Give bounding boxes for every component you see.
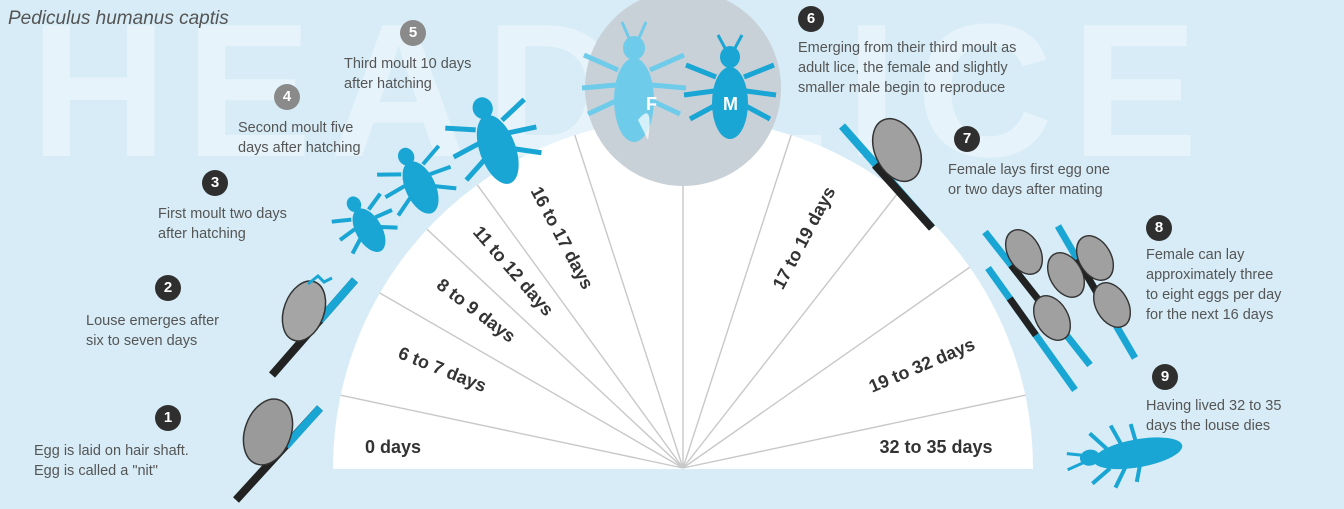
step-4-badge: 4 [274, 84, 300, 110]
step-3: 3 First moult two days after hatching [158, 170, 287, 244]
egg [998, 223, 1050, 281]
step-7-text: Female lays first egg one or two days af… [948, 160, 1110, 200]
step-8-badge: 8 [1146, 215, 1172, 241]
step-3-text: First moult two days after hatching [158, 204, 287, 244]
male-label: M [723, 94, 738, 114]
nymph-louse-3-icon [324, 182, 407, 266]
nit-egg-1-icon [235, 392, 320, 500]
step-3-badge: 3 [202, 170, 228, 196]
step-6-badge: 6 [798, 6, 824, 32]
step-5-text: Third moult 10 days after hatching [344, 54, 471, 94]
step-7-badge: 7 [954, 126, 980, 152]
step-5: 5 Third moult 10 days after hatching [344, 20, 471, 94]
step-2-badge: 2 [155, 275, 181, 301]
step-1: 1 Egg is laid on hair shaft. Egg is call… [34, 405, 189, 481]
step-1-badge: 1 [155, 405, 181, 431]
hair-shaft-dark [1010, 299, 1036, 336]
step-2: 2 Louse emerges after six to seven days [86, 275, 219, 351]
step-9: 9 Having lived 32 to 35 days the louse d… [1146, 364, 1281, 436]
step-4-text: Second moult five days after hatching [238, 118, 361, 158]
step-6-text: Emerging from their third moult as adult… [798, 38, 1016, 98]
step-9-badge: 9 [1152, 364, 1178, 390]
step-1-text: Egg is laid on hair shaft. Egg is called… [34, 441, 189, 481]
step-8-text: Female can lay approximately three to ei… [1146, 245, 1281, 325]
step-5-badge: 5 [400, 20, 426, 46]
hatching-egg-2-icon [272, 275, 355, 375]
step-7: 7 Female lays first egg one or two days … [948, 126, 1110, 200]
timeline-segment-label: 32 to 35 days [879, 437, 992, 457]
step-2-text: Louse emerges after six to seven days [86, 311, 219, 351]
step-9-text: Having lived 32 to 35 days the louse die… [1146, 396, 1281, 436]
female-label: F [646, 94, 657, 114]
step-4: 4 Second moult five days after hatching [238, 84, 361, 158]
timeline-segment-label: 0 days [365, 437, 421, 457]
step-8: 8 Female can lay approximately three to … [1146, 215, 1281, 325]
step-6: 6 Emerging from their third moult as adu… [798, 6, 1016, 98]
